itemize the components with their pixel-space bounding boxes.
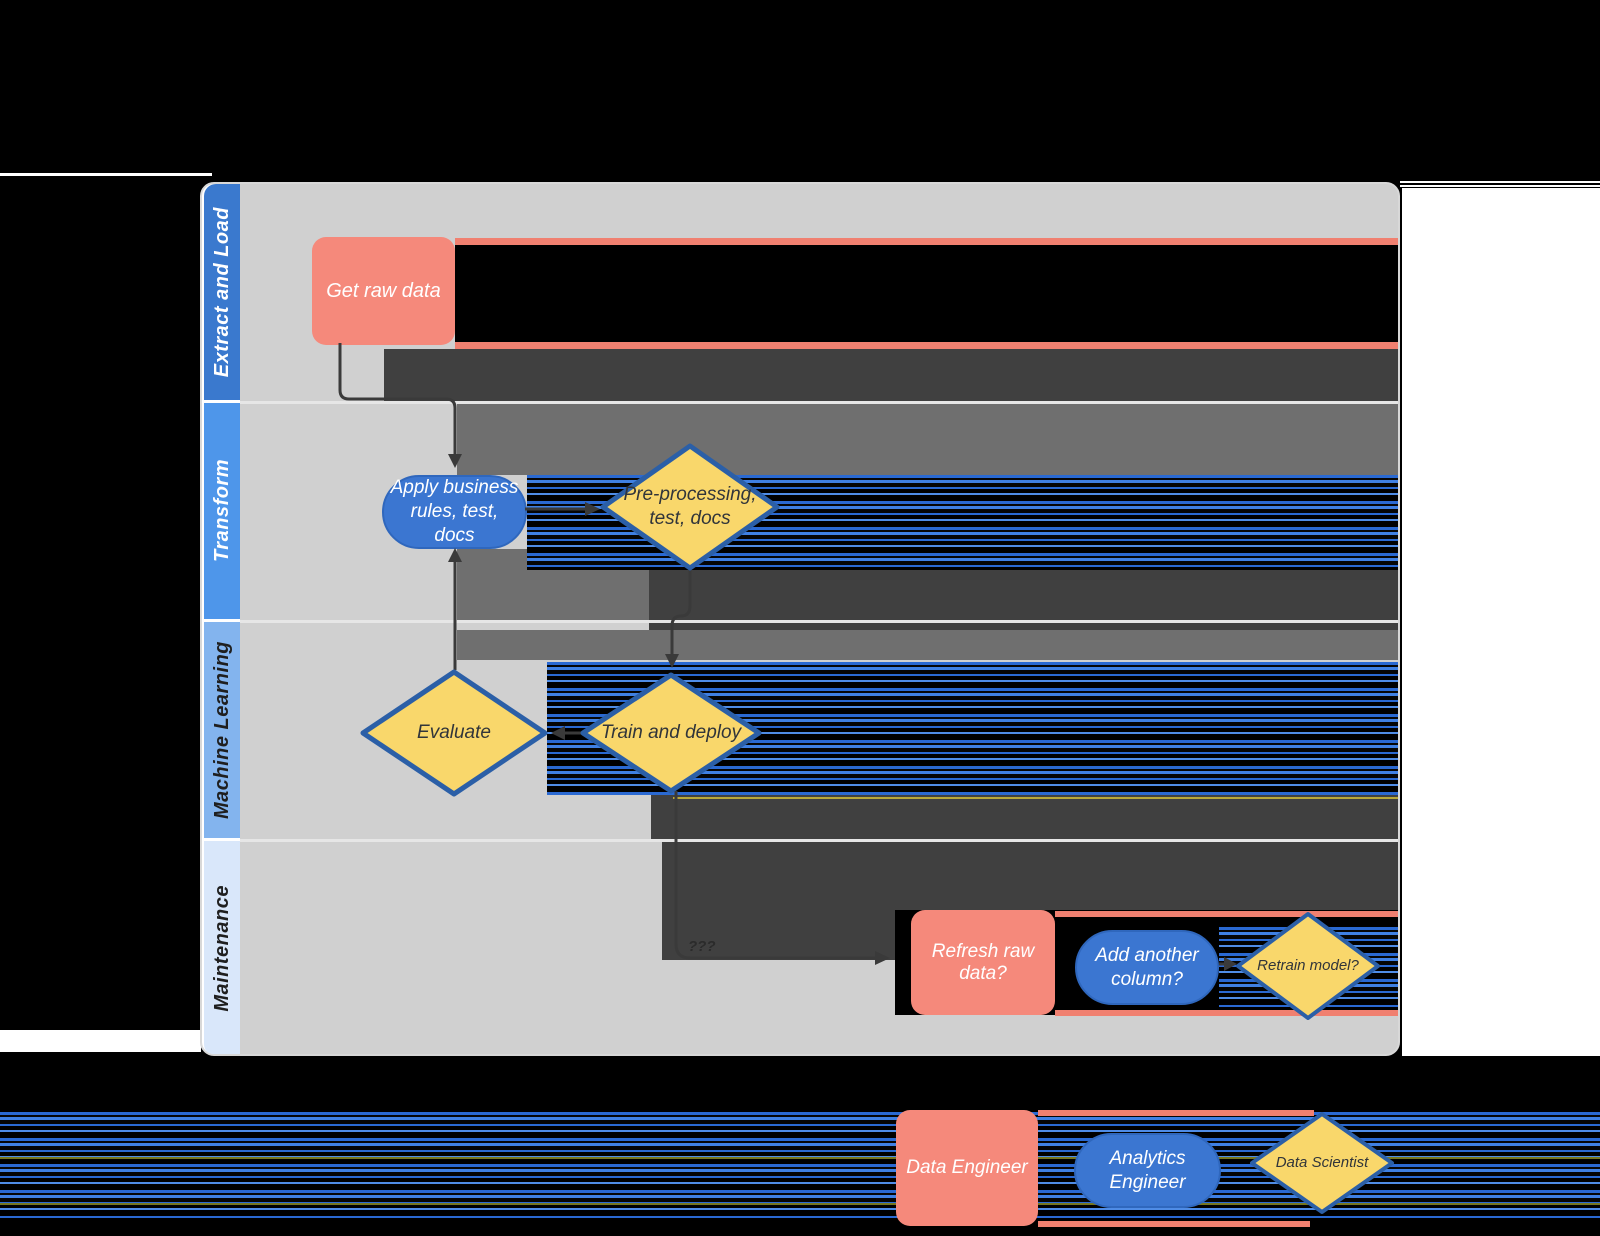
dark-smear-band (662, 841, 1398, 910)
legend-label: Data Scientist (1275, 1153, 1369, 1171)
right-margin-white-band (1402, 188, 1600, 1056)
node-label: Retrain model? (1257, 956, 1359, 974)
lane-label: Machine Learning (210, 640, 233, 820)
node-label: Get raw data (326, 279, 441, 302)
node-label: Train and deploy (600, 722, 742, 744)
salmon-smear-line (1038, 1221, 1310, 1227)
legend-label: Data Engineer (906, 1157, 1028, 1178)
top-right-white-line (1400, 185, 1600, 187)
salmon-smear-line (1055, 911, 1398, 917)
node-label: Evaluate (417, 722, 491, 744)
black-smear-band (455, 245, 1398, 342)
dark-smear-band (649, 570, 1398, 620)
top-left-white-line (0, 173, 212, 176)
lane-divider (240, 839, 1398, 842)
yellow-smear-line (673, 797, 1398, 799)
salmon-smear-line (1055, 1010, 1398, 1016)
bottom-left-white-band (0, 1030, 201, 1055)
node-refresh-raw-data[interactable]: Refresh raw data? (911, 910, 1055, 1015)
lane-label: Maintenance (210, 885, 233, 1012)
node-add-another-column[interactable]: Add another column? (1075, 930, 1219, 1005)
connector-label: ??? (688, 938, 716, 955)
lane-header-extract-and-load: Extract and Load (204, 184, 240, 400)
node-label: Refresh raw data? (931, 940, 1035, 984)
top-right-white-line (1400, 181, 1600, 183)
olive-streak-line (0, 1203, 1600, 1205)
legend-analytics-engineer: Analytics Engineer (1074, 1133, 1221, 1208)
salmon-smear-line (1038, 1110, 1314, 1116)
lane-header-maintenance: Maintenance (204, 841, 240, 1054)
lane-label: Transform (210, 459, 233, 563)
legend-label: Analytics Engineer (1109, 1147, 1186, 1193)
node-label: Add another column? (1095, 944, 1199, 990)
dark-smear-band (649, 620, 1398, 630)
node-apply-business-rules[interactable]: Apply business rules, test, docs (382, 475, 527, 549)
olive-streak-line (0, 1157, 1600, 1159)
dark-smear-band (651, 795, 1398, 839)
lane-divider (240, 620, 1398, 623)
swimlane-canvas: Extract and Load Transform Machine Learn… (200, 182, 1400, 1056)
node-label: Pre-processing, test, docs (623, 484, 757, 529)
dark-smear-band (384, 349, 1398, 401)
lane-divider (240, 401, 1398, 404)
lane-label: Extract and Load (210, 206, 233, 378)
node-label: Apply business rules, test, docs (390, 477, 519, 546)
legend-data-engineer: Data Engineer (896, 1110, 1038, 1226)
salmon-smear-line (455, 342, 1398, 349)
gray-smear-band (457, 404, 1398, 475)
lane-header-machine-learning: Machine Learning (204, 622, 240, 838)
salmon-smear-line (455, 238, 1398, 245)
gray-smear-band (457, 630, 1398, 660)
node-get-raw-data[interactable]: Get raw data (312, 237, 455, 345)
lane-header-transform: Transform (204, 403, 240, 619)
